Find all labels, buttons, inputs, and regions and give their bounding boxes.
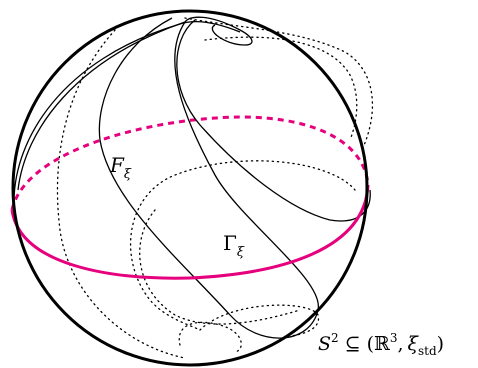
leaf-top-hook — [184, 16, 253, 46]
sphere-label: S2 ⊆ (ℝ3,ξstd) — [318, 331, 444, 358]
reals-power: 3 — [390, 331, 398, 345]
hidden-leaf-lower — [139, 209, 301, 325]
foliation-subscript: ξ — [124, 167, 132, 182]
std-subscript: std — [418, 344, 437, 358]
sphere-power: 2 — [331, 331, 339, 345]
hidden-leaf-top — [184, 17, 374, 151]
sphere-outline — [11, 9, 369, 367]
close-paren: ) — [437, 333, 444, 355]
hidden-leaf-left — [56, 29, 186, 359]
hidden-leaf-top-inner — [204, 36, 358, 141]
hidden-leaf-bottom-loop — [178, 321, 242, 353]
open-paren: ( — [367, 333, 374, 355]
leaf-left-inner — [17, 21, 186, 191]
leaf-left-outer — [13, 21, 241, 201]
leaf-right-cusp — [176, 19, 371, 222]
foliation-symbol: F — [109, 153, 125, 177]
comma: , — [397, 333, 403, 355]
dividing-set-subscript: ξ — [237, 245, 245, 260]
subset-symbol: ⊆ — [345, 333, 361, 355]
dividing-set-label: Γξ — [223, 231, 245, 260]
hidden-leaf-bottom — [199, 304, 320, 337]
xi-symbol: ξ — [408, 333, 420, 355]
dividing-set-symbol: Γ — [223, 231, 237, 255]
reals-symbol: ℝ — [374, 333, 390, 355]
leaf-long-diagonal — [98, 17, 319, 339]
sphere-symbol: S — [318, 333, 331, 355]
dividing-set-back — [10, 115, 370, 211]
hidden-leaves — [56, 17, 374, 359]
foliation-label: Fξ — [109, 153, 132, 182]
visible-leaves — [13, 16, 371, 339]
dividing-set-front — [10, 184, 370, 280]
